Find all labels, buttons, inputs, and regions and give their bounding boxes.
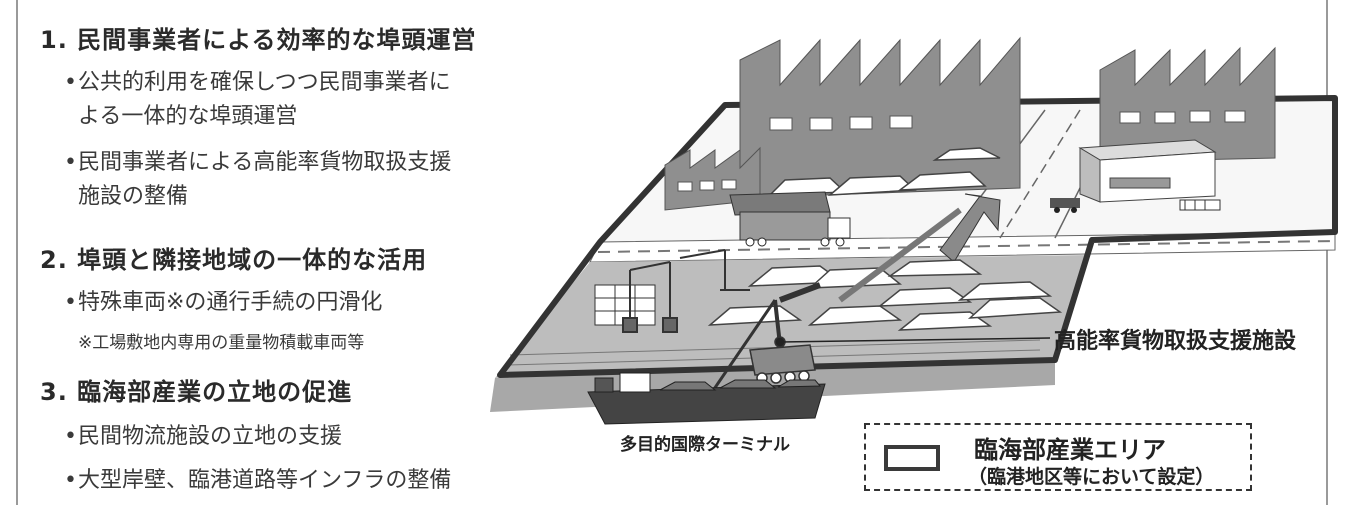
factory-right xyxy=(1099,46,1276,163)
section-3-bullet-1: •民間物流施設の立地の支援 xyxy=(64,420,342,454)
port-area-illustration xyxy=(490,36,1338,425)
warehouse xyxy=(1078,139,1217,203)
legend-box: 臨海部産業エリア （臨港地区等において設定） xyxy=(864,423,1252,491)
bullet-mark: • xyxy=(64,290,77,315)
section-3-bullet-2: •大型岸壁、臨港道路等インフラの整備 xyxy=(64,464,451,498)
rtg-crane xyxy=(622,249,750,333)
bullet-mark: • xyxy=(64,70,77,95)
cargo-pile xyxy=(768,147,1001,196)
section-1-bullet-1-cont: よる一体的な埠頭運営 xyxy=(78,104,298,129)
terminal-label: 多目的国際ターミナル xyxy=(620,435,790,455)
cargo-ship xyxy=(587,372,826,425)
bullet-mark: • xyxy=(64,424,77,449)
trailer-icon xyxy=(1179,199,1221,211)
facility-leader-line xyxy=(779,337,1051,343)
section-2-footnote: ※工場敷地内専用の重量物積載車両等 xyxy=(78,333,365,353)
section-3-title: 3. 臨海部産業の立地の促進 xyxy=(40,378,353,406)
wharf-cargo-pile xyxy=(707,259,1063,331)
truck-icon xyxy=(729,191,851,247)
cargo-handling-crane xyxy=(708,282,822,396)
bullet-mark: • xyxy=(64,468,77,493)
bullet-text-line-1: 公共的利用を確保しつつ民間事業者に xyxy=(78,70,451,95)
section-2-title: 2. 埠頭と隣接地域の一体的な活用 xyxy=(40,246,428,274)
bullet-text-line-1: 民間事業者による高能率貨物取扱支援 xyxy=(78,150,452,175)
industrial-area-outline xyxy=(497,95,1338,378)
section-1-title: 1. 民間事業者による効率的な埠頭運営 xyxy=(40,26,477,54)
frame-right-border xyxy=(1326,0,1328,505)
conveyor-belt xyxy=(838,207,962,303)
section-1-bullet-2: •民間事業者による高能率貨物取扱支援 xyxy=(64,146,451,180)
section-1-bullet-1: •公共的利用を確保しつつ民間事業者に xyxy=(64,66,451,100)
legend-title: 臨海部産業エリア xyxy=(974,436,1166,464)
bullet-text: 特殊車両※の通行手続の円滑化 xyxy=(78,290,383,315)
connection-arrow xyxy=(939,193,1001,263)
access-road-line xyxy=(999,109,1081,239)
section-1-bullet-2-cont: 施設の整備 xyxy=(78,184,189,209)
bullet-text: 民間物流施設の立地の支援 xyxy=(78,424,343,449)
legend-subtitle: （臨港地区等において設定） xyxy=(968,466,1215,488)
factory-large xyxy=(739,36,1021,199)
bullet-text: 大型岸壁、臨港道路等インフラの整備 xyxy=(78,468,452,493)
section-2-bullet-1: •特殊車両※の通行手続の円滑化 xyxy=(64,286,382,320)
bullet-mark: • xyxy=(64,150,77,175)
car-icon xyxy=(1050,198,1080,213)
facility-label: 高能率貨物取扱支援施設 xyxy=(1054,329,1297,354)
legend-swatch xyxy=(884,445,940,471)
frame-left-border xyxy=(16,0,18,505)
